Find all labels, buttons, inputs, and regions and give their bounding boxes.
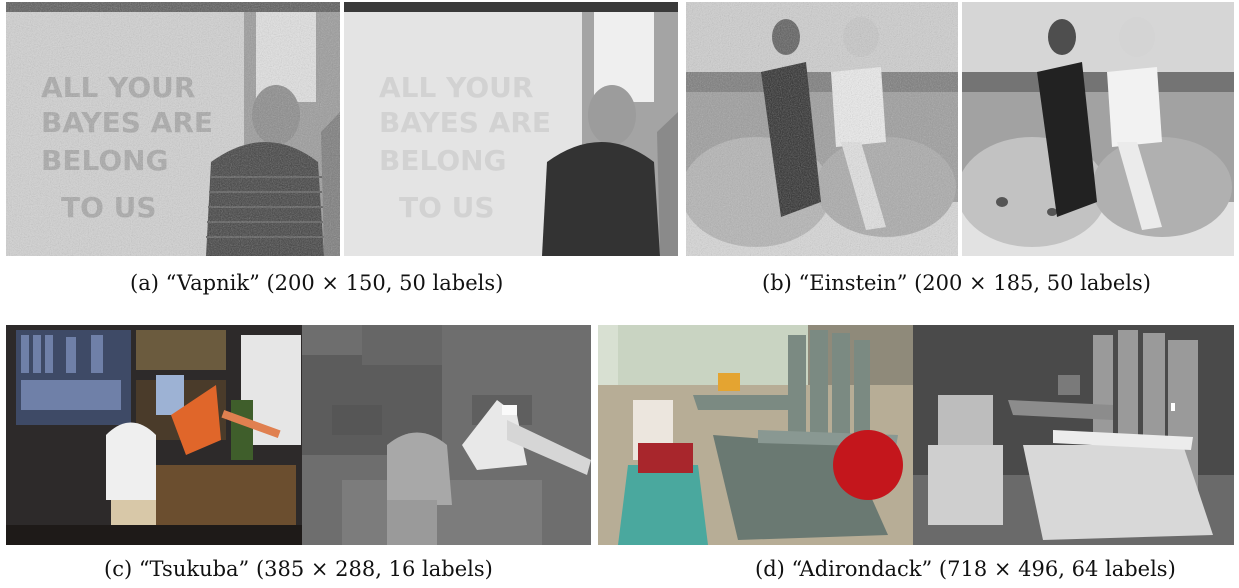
vapnik-restored-image: ALL YOUR BAYES ARE BELONG TO US — [344, 2, 678, 256]
adirondack-disparity-map — [913, 325, 1234, 545]
caption-vapnik: (a) “Vapnik” (200 × 150, 50 labels) — [130, 271, 504, 295]
tsukuba-color-image — [6, 325, 302, 545]
tsukuba-disparity-map — [302, 325, 591, 545]
einstein-noisy-image — [686, 2, 958, 256]
vapnik-noisy-image: ALL YOUR BAYES ARE BELONG TO US — [6, 2, 340, 256]
svg-text:BAYES ARE: BAYES ARE — [379, 106, 551, 139]
svg-text:BELONG: BELONG — [379, 144, 507, 177]
adirondack-color-image — [598, 325, 913, 545]
caption-adirondack: (d) “Adirondack” (718 × 496, 64 labels) — [755, 557, 1176, 581]
caption-tsukuba: (c) “Tsukuba” (385 × 288, 16 labels) — [104, 557, 493, 581]
caption-einstein: (b) “Einstein” (200 × 185, 50 labels) — [762, 271, 1151, 295]
einstein-restored-image — [962, 2, 1234, 256]
svg-text:TO US: TO US — [399, 191, 495, 224]
svg-text:ALL YOUR: ALL YOUR — [379, 71, 533, 104]
